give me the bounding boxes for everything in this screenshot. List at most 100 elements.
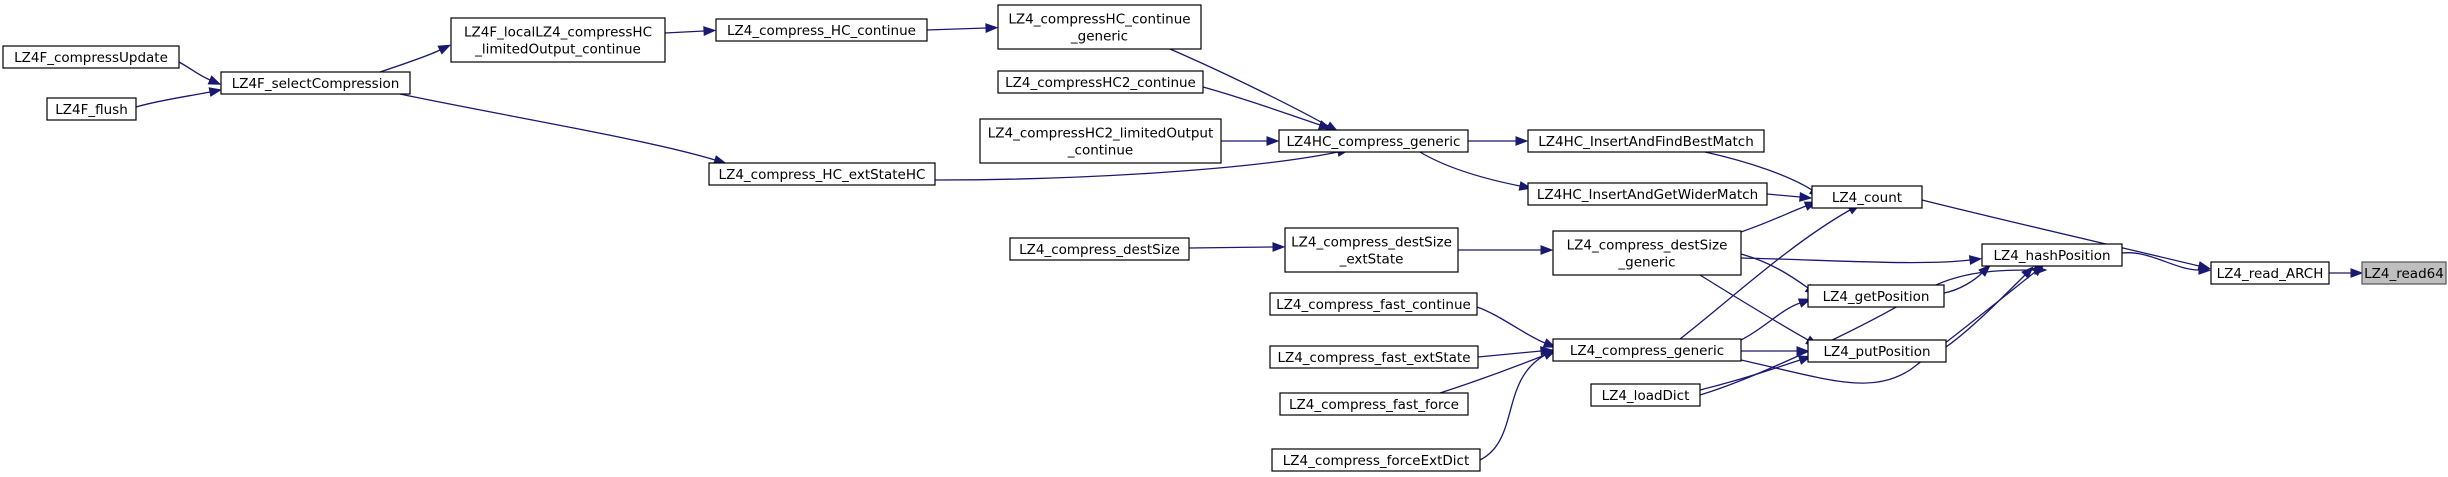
- edge-line: [135, 91, 211, 108]
- edge-hc2_limited-to-hc_generic: [1221, 136, 1280, 146]
- node-destsize_ext[interactable]: LZ4_compress_destSize_extState: [1284, 227, 1459, 273]
- edge-flush-to-select: [135, 87, 223, 108]
- edge-hashpos-to-read_arch: [2121, 252, 2212, 275]
- node-hc_continue_generic[interactable]: LZ4_compressHC_continue_generic: [997, 4, 1202, 50]
- edge-line: [379, 49, 441, 73]
- edge-line: [664, 30, 705, 34]
- edge-arrowhead: [1515, 136, 1529, 146]
- node-label: LZ4F_compressUpdate: [14, 50, 168, 66]
- edge-force_ext-to-compress_generic: [1479, 348, 1556, 461]
- edge-read_arch-to-read64: [2329, 268, 2364, 278]
- node-box: [1590, 383, 1701, 407]
- node-select[interactable]: LZ4F_selectCompression: [220, 71, 411, 95]
- node-flush[interactable]: LZ4F_flush: [46, 97, 137, 121]
- node-label: LZ4HC_InsertAndFindBestMatch: [1538, 134, 1754, 150]
- node-fast_continue[interactable]: LZ4_compress_fast_continue: [1269, 292, 1478, 316]
- edge-arrowhead: [703, 26, 717, 36]
- edge-putpos-to-hashpos: [1945, 266, 2034, 348]
- edge-arrowhead: [2198, 265, 2212, 275]
- node-fast_ext[interactable]: LZ4_compress_fast_extState: [1269, 345, 1479, 369]
- edge-compress_generic-to-putpos: [1741, 346, 1810, 356]
- node-insert_best[interactable]: LZ4HC_InsertAndFindBestMatch: [1527, 129, 1765, 153]
- edge-hc2_continue-to-hc_generic: [1202, 86, 1332, 130]
- edge-arrowhead: [1272, 242, 1286, 252]
- node-label: _extState: [1339, 252, 1404, 268]
- edge-line: [178, 61, 211, 81]
- edge-line: [1945, 274, 2026, 348]
- node-loaddict[interactable]: LZ4_loadDict: [1590, 383, 1701, 407]
- edge-line: [1679, 209, 1851, 340]
- node-hc_ext[interactable]: LZ4_compress_HC_extStateHC: [708, 162, 936, 186]
- edge-line: [1477, 350, 1542, 358]
- edge-hc_generic-to-insert_wider: [1419, 151, 1533, 191]
- edge-line: [1740, 302, 1801, 341]
- node-label: LZ4F_flush: [55, 102, 128, 118]
- node-label: LZ4_read_ARCH: [2217, 266, 2324, 282]
- node-label: LZ4_compress_HC_extStateHC: [719, 167, 926, 183]
- node-box: [220, 71, 411, 95]
- node-layer: LZ4_read64 LZ4_read_ARCH LZ4_countLZ4_hash…: [2, 4, 2447, 472]
- node-box: [1552, 338, 1742, 362]
- node-insert_wider[interactable]: LZ4HC_InsertAndGetWiderMatch: [1527, 182, 1768, 206]
- node-box: [450, 17, 666, 63]
- edge-select-to-hc_ext: [399, 93, 727, 165]
- node-label: _generic: [1070, 29, 1128, 45]
- edge-hc_generic-to-insert_best: [1468, 136, 1529, 146]
- node-compress_generic[interactable]: LZ4_compress_generic: [1552, 338, 1742, 362]
- node-box: [2361, 261, 2447, 285]
- edge-compress_generic-to-hashpos: [1740, 264, 2045, 384]
- edge-arrowhead: [1799, 192, 1813, 202]
- edge-line: [1419, 151, 1521, 187]
- edge-fast_continue-to-compress_generic: [1476, 306, 1557, 348]
- edge-arrowhead: [1968, 255, 1983, 265]
- edge-arrowhead: [2034, 265, 2048, 275]
- node-label: LZ4_loadDict: [1602, 388, 1690, 404]
- node-force_ext[interactable]: LZ4_compress_forceExtDict: [1271, 448, 1481, 472]
- edge-arrowhead: [1797, 298, 1812, 308]
- node-label: LZ4_compress_destSize: [1019, 242, 1180, 258]
- node-box: [1009, 237, 1190, 261]
- node-label: _limitedOutput_continue: [474, 42, 641, 58]
- edge-destsize_generic-to-putpos: [1699, 274, 1819, 347]
- node-label: _continue: [1067, 143, 1133, 159]
- edge-arrowhead: [2350, 268, 2364, 278]
- edge-arrowhead: [1540, 245, 1554, 255]
- node-read64[interactable]: LZ4_read64: [2361, 261, 2447, 285]
- node-box: [708, 162, 936, 186]
- node-hc_continue[interactable]: LZ4_compress_HC_continue: [715, 18, 928, 42]
- node-box: [1807, 284, 1945, 308]
- node-putpos[interactable]: LZ4_putPosition: [1807, 339, 1947, 363]
- node-label: LZ4_compressHC2_continue: [1005, 75, 1196, 91]
- node-label: LZ4_putPosition: [1823, 344, 1930, 360]
- node-hc2_continue[interactable]: LZ4_compressHC2_continue: [997, 70, 1204, 94]
- node-hc_generic[interactable]: LZ4HC_compress_generic: [1278, 129, 1469, 153]
- node-fast_force[interactable]: LZ4_compress_fast_force: [1279, 392, 1469, 416]
- node-label: LZ4_read64: [2364, 266, 2444, 282]
- node-label: LZ4HC_InsertAndGetWiderMatch: [1537, 187, 1758, 203]
- node-count[interactable]: LZ4_count: [1811, 185, 1923, 209]
- node-local_hc[interactable]: LZ4F_localLZ4_compressHC_limitedOutput_c…: [450, 17, 666, 63]
- node-getpos[interactable]: LZ4_getPosition: [1807, 284, 1945, 308]
- node-read_arch[interactable]: LZ4_read_ARCH: [2210, 261, 2330, 285]
- node-update[interactable]: LZ4F_compressUpdate: [2, 45, 180, 69]
- node-box: [997, 4, 1202, 50]
- node-label: LZ4_getPosition: [1823, 289, 1930, 305]
- node-label: LZ4_compress_fast_force: [1289, 397, 1459, 413]
- node-box: [2, 45, 180, 69]
- node-destsize[interactable]: LZ4_compress_destSize: [1009, 237, 1190, 261]
- edge-arrowhead: [1266, 136, 1280, 146]
- node-destsize_generic[interactable]: LZ4_compress_destSize_generic: [1552, 230, 1742, 276]
- node-label: LZ4_compressHC_continue: [1008, 12, 1190, 28]
- node-box: [1552, 230, 1742, 276]
- node-label: LZ4_compressHC2_limitedOutput: [988, 126, 1214, 142]
- node-box: [1269, 345, 1479, 369]
- node-box: [1279, 392, 1469, 416]
- edge-arrowhead: [208, 87, 223, 97]
- edge-line: [926, 27, 987, 31]
- edge-compress_generic-to-getpos: [1740, 298, 1812, 341]
- edge-arrowhead: [1796, 346, 1810, 356]
- edge-destsize_generic-to-hashpos: [1740, 255, 1983, 265]
- node-hashpos[interactable]: LZ4_hashPosition: [1981, 243, 2123, 267]
- node-hc2_limited[interactable]: LZ4_compressHC2_limitedOutput_continue: [979, 118, 1222, 164]
